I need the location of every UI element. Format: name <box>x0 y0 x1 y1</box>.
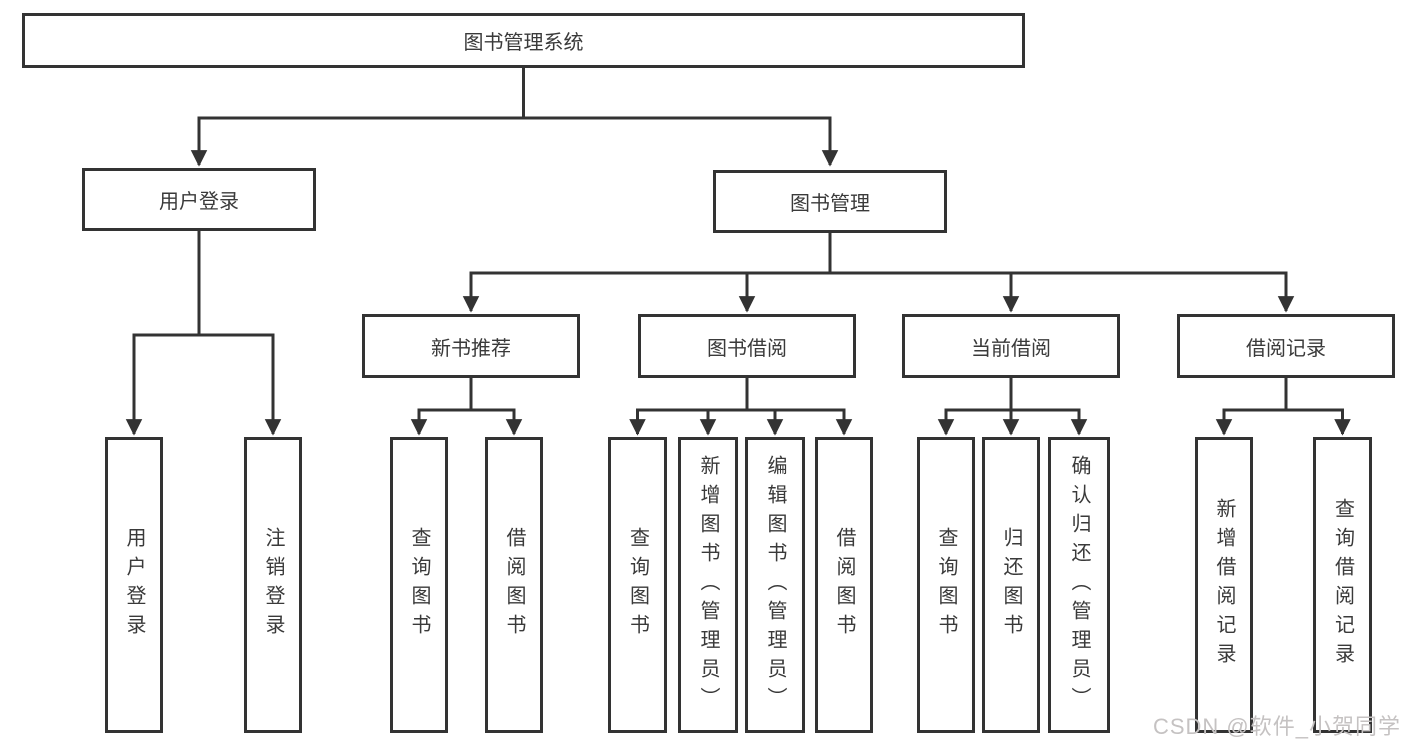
connector-records-to-leaves <box>1215 378 1351 436</box>
leaf-borrow-books-recommend: 借阅图书 <box>485 437 543 733</box>
connector-borrow-to-leaves <box>629 378 853 436</box>
connector-root-to-level2 <box>190 68 839 167</box>
leaf-query-books-recommend-label: 查询图书 <box>408 527 430 643</box>
leaf-query-books-current: 查询图书 <box>917 437 975 733</box>
leaf-return-book-label: 归还图书 <box>1000 527 1022 643</box>
node-new-book-recommend: 新书推荐 <box>362 314 580 378</box>
connector-mgmt-to-groups <box>462 233 1295 313</box>
connector-current-to-leaves <box>937 378 1088 436</box>
node-new-book-recommend-label: 新书推荐 <box>431 337 511 360</box>
node-current-borrowing: 当前借阅 <box>902 314 1120 378</box>
leaf-add-borrow-record: 新增借阅记录 <box>1195 437 1253 733</box>
leaf-confirm-return-admin: 确认归还（管理员） <box>1048 437 1110 733</box>
node-borrowing-records: 借阅记录 <box>1177 314 1395 378</box>
leaf-return-book: 归还图书 <box>982 437 1040 733</box>
leaf-edit-book-admin-label: 编辑图书（管理员） <box>764 454 786 716</box>
leaf-query-books-recommend: 查询图书 <box>390 437 448 733</box>
leaf-confirm-return-admin-label: 确认归还（管理员） <box>1068 454 1090 716</box>
node-book-management: 图书管理 <box>713 170 947 233</box>
node-user-login-label: 用户登录 <box>159 191 239 213</box>
node-root: 图书管理系统 <box>22 13 1025 68</box>
connector-rec-to-leaves <box>410 378 523 436</box>
leaf-borrow-book-label: 借阅图书 <box>833 527 855 643</box>
node-book-borrowing: 图书借阅 <box>638 314 856 378</box>
leaf-logout-label: 注销登录 <box>262 527 284 643</box>
node-book-management-label: 图书管理 <box>790 193 870 215</box>
leaf-add-book-admin: 新增图书（管理员） <box>678 437 738 733</box>
leaf-add-book-admin-label: 新增图书（管理员） <box>697 454 719 716</box>
node-user-login: 用户登录 <box>82 168 316 231</box>
leaf-query-borrow-record-label: 查询借阅记录 <box>1331 498 1354 672</box>
leaf-add-borrow-record-label: 新增借阅记录 <box>1213 498 1235 672</box>
leaf-edit-book-admin: 编辑图书（管理员） <box>745 437 805 733</box>
node-current-borrowing-label: 当前借阅 <box>971 337 1051 360</box>
leaf-query-borrow-record: 查询借阅记录 <box>1313 437 1372 733</box>
connector-login-to-leaves <box>125 231 282 436</box>
leaf-query-books-current-label: 查询图书 <box>935 527 957 643</box>
leaf-query-books-borrowing: 查询图书 <box>608 437 667 733</box>
leaf-borrow-books-recommend-label: 借阅图书 <box>503 527 525 643</box>
leaf-user-login: 用户登录 <box>105 437 163 733</box>
leaf-user-login-label: 用户登录 <box>123 527 145 643</box>
leaf-query-books-borrowing-label: 查询图书 <box>626 527 649 643</box>
node-book-borrowing-label: 图书借阅 <box>707 337 787 360</box>
node-root-label: 图书管理系统 <box>463 32 584 54</box>
leaf-borrow-book: 借阅图书 <box>815 437 873 733</box>
node-borrowing-records-label: 借阅记录 <box>1246 337 1326 360</box>
leaf-logout: 注销登录 <box>244 437 302 733</box>
